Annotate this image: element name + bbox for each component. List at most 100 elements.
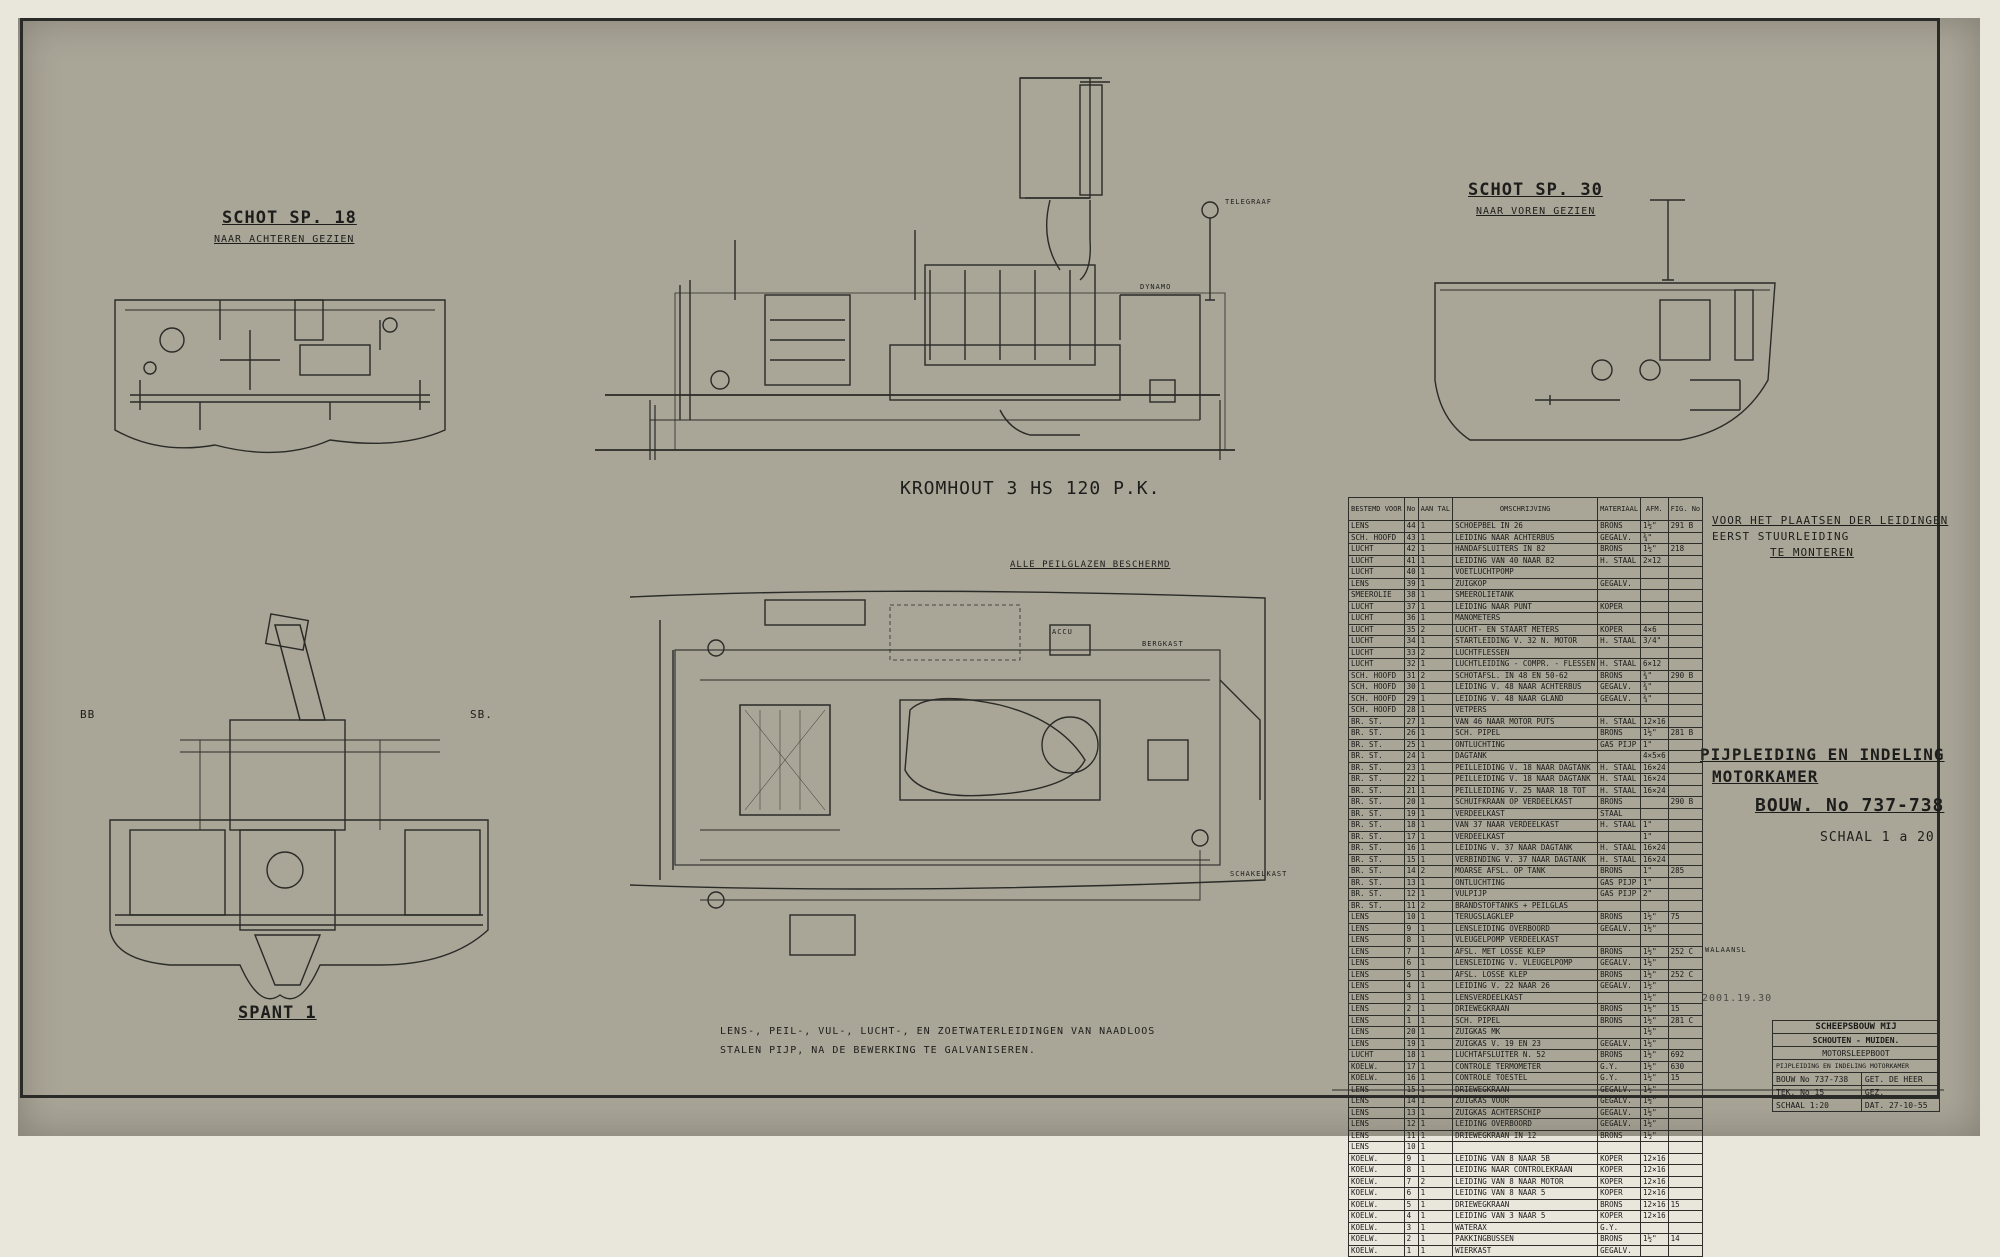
table-cell [1667,577,1704,590]
table-cell: ¾" [1640,681,1669,694]
main-title-2: MOTORKAMER [1712,767,1819,786]
table-cell: 12×16 [1640,1175,1669,1188]
table-cell: BR. ST. [1348,853,1405,866]
table-cell: 1 [1417,577,1454,590]
table-cell [1667,704,1704,717]
table-cell: 19 [1403,1037,1419,1050]
table-cell: BR. ST. [1348,830,1405,843]
table-cell: H. STAAL [1597,635,1642,648]
table-cell: ¾" [1640,669,1669,682]
instruction-1: VOOR HET PLAATSEN DER LEIDINGEN [1712,514,1949,527]
table-cell: 1 [1417,876,1454,889]
table-cell: 24 [1403,750,1419,763]
table-cell [1667,1106,1704,1119]
table-cell [1640,704,1669,717]
table-cell: 3 [1403,1221,1419,1234]
table-cell: LEIDING VAN 3 NAAR 5 [1452,1210,1599,1223]
table-cell: LENS [1348,520,1405,533]
table-cell: SCH. HOOFD [1348,704,1405,717]
table-cell: ZUIGKAS VOOR [1452,1095,1599,1108]
archive-stamp: 2001.19.30 [1702,993,1773,1004]
table-cell: KOELW. [1348,1187,1405,1200]
table-cell: 1 [1417,1049,1454,1062]
table-cell [1667,531,1704,544]
table-cell: SCHUIFKRAAN OP VERDEELKAST [1452,796,1599,809]
table-cell: DAGTANK [1452,750,1599,763]
table-cell: GEGALV. [1597,980,1642,993]
dynamo-label: DYNAMO [1140,283,1172,291]
table-cell: 17 [1403,830,1419,843]
accu-label: ACCU [1052,628,1073,636]
table-cell: GEGALV. [1597,1118,1642,1131]
table-cell: BR. ST. [1348,727,1405,740]
table-cell: VETPERS [1452,704,1599,717]
table-cell: 1 [1417,853,1454,866]
table-cell: 15 [1667,1003,1704,1016]
table-cell: 1½" [1640,922,1669,935]
table-cell [1667,1210,1704,1223]
table-cell: LUCHT [1348,566,1405,579]
table-cell: 1 [1417,934,1454,947]
table-cell: SCH. PIPEL [1452,727,1599,740]
table-cell: 1 [1417,1244,1454,1257]
table-cell: LENS [1348,957,1405,970]
table-cell: 12×16 [1640,1164,1669,1177]
table-cell: SMEEROLIETANK [1452,589,1599,602]
table-cell: 1 [1417,658,1454,671]
table-cell: BR. ST. [1348,773,1405,786]
table-cell [1667,957,1704,970]
table-cell: LENS [1348,991,1405,1004]
table-cell: AFSL. LOSSE KLEP [1452,968,1599,981]
table-cell [1667,784,1704,797]
table-cell: 291 B [1667,520,1704,533]
table-cell: 290 B [1667,669,1704,682]
table-cell: LEIDING VAN 8 NAAR MOTOR [1452,1175,1599,1188]
table-cell [1597,899,1642,912]
table-cell: 16×24 [1640,773,1669,786]
table-cell: 1 [1417,704,1454,717]
col-materiaal: MATERIAAL [1597,497,1642,521]
table-cell: VERDEELKAST [1452,830,1599,843]
table-cell: 11 [1403,899,1419,912]
table-cell: VLEUGELPOMP VERDEELKAST [1452,934,1599,947]
table-cell: KOELW. [1348,1060,1405,1073]
table-cell: 1 [1417,922,1454,935]
bouw-number: BOUW. No 737-738 [1755,795,1945,816]
table-cell: 1 [1417,1152,1454,1165]
table-cell: BRONS [1597,727,1642,740]
table-cell: H. STAAL [1597,554,1642,567]
table-cell: 2" [1640,888,1669,901]
table-cell: 8 [1403,934,1419,947]
table-cell: LENS [1348,934,1405,947]
table-cell: 290 B [1667,796,1704,809]
table-cell: 1 [1417,554,1454,567]
table-cell: LENSLEIDING V. VLEUGELPOMP [1452,957,1599,970]
table-cell: LUCHTFLESSEN [1452,646,1599,659]
table-cell: LUCHT [1348,635,1405,648]
table-cell: H. STAAL [1597,842,1642,855]
table-cell: 21 [1403,784,1419,797]
table-cell: 13 [1403,876,1419,889]
table-cell: H. STAAL [1597,773,1642,786]
table-cell: 1½" [1640,1095,1669,1108]
table-cell: 1½" [1640,980,1669,993]
table-cell: PEILLEIDING V. 25 NAAR 18 TOT [1452,784,1599,797]
table-cell: 1 [1417,842,1454,855]
table-cell: LUCHT [1348,600,1405,613]
table-cell: GEGALV. [1597,957,1642,970]
tb-gez: GEZ. [1860,1085,1941,1099]
table-cell: 36 [1403,612,1419,625]
table-cell: 1½" [1640,543,1669,556]
